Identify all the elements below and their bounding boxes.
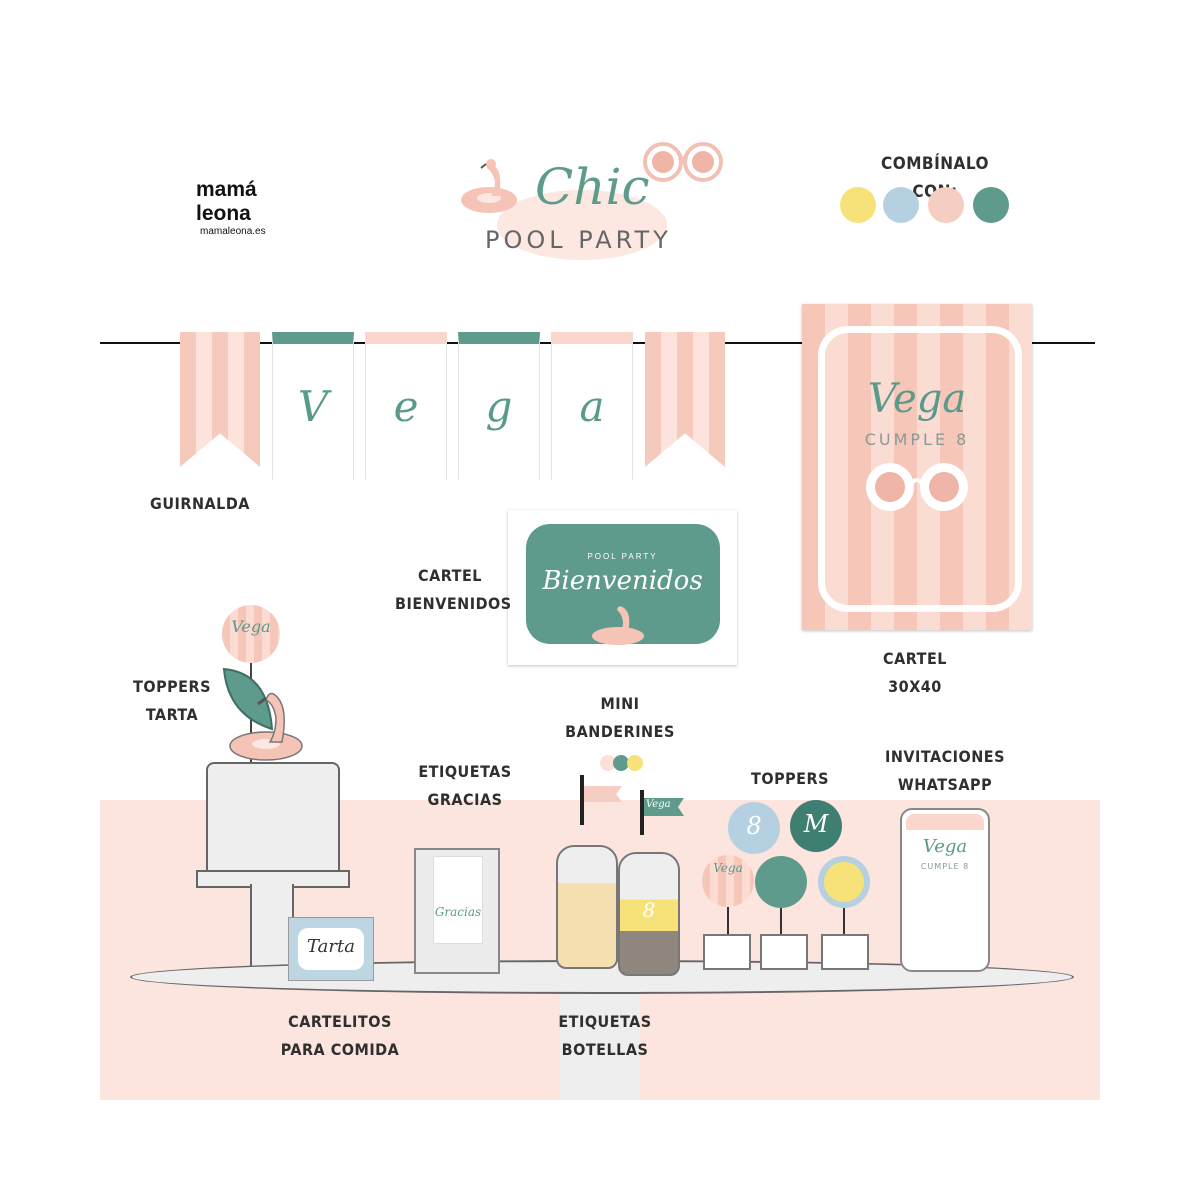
cupcake-1 bbox=[703, 934, 751, 970]
food-card: Tarta bbox=[288, 917, 374, 981]
title-blob bbox=[497, 190, 667, 260]
garland-flag-stripes-left bbox=[180, 332, 260, 467]
whatsapp-invite-phone: Vega CUMPLE 8 bbox=[900, 808, 990, 972]
garland-flag-e: e bbox=[365, 332, 447, 480]
topper-float bbox=[818, 856, 870, 908]
poster-wavy-frame bbox=[818, 326, 1022, 612]
food-cards-label-2: PARA COMIDA bbox=[280, 1040, 400, 1059]
brand-logo: mamá leona mamaleona.es bbox=[196, 178, 286, 238]
garland-label: GUIRNALDA bbox=[150, 494, 250, 513]
topper-floral: M bbox=[790, 800, 842, 852]
invite-name: Vega bbox=[922, 836, 968, 857]
garland-letter: V bbox=[297, 382, 329, 431]
toppers-label: TOPPERS bbox=[751, 769, 829, 788]
title-block: Chic POOL PARTY bbox=[455, 140, 725, 270]
bottle-number: 8 bbox=[642, 898, 656, 922]
swatch-yellow bbox=[840, 187, 876, 223]
thanks-bag: Gracias bbox=[414, 848, 500, 974]
mini-flags-label: MINI BANDERINES bbox=[565, 690, 675, 746]
straw-1 bbox=[580, 775, 584, 825]
topper-stick-2 bbox=[780, 908, 782, 936]
mini-flags-label-2: BANDERINES bbox=[565, 722, 675, 741]
poster-name: Vega bbox=[867, 376, 967, 422]
food-cards-label: CARTELITOS PARA COMIDA bbox=[280, 1008, 400, 1064]
invites-label-2: WHATSAPP bbox=[897, 775, 993, 794]
welcome-label-1: CARTEL bbox=[418, 566, 482, 585]
title-sub: POOL PARTY bbox=[485, 226, 672, 254]
topper-stick-3 bbox=[843, 908, 845, 936]
thanks-tag: Gracias bbox=[433, 856, 483, 944]
garland-flag-a: a bbox=[551, 332, 633, 480]
straw-2 bbox=[640, 790, 644, 835]
cake-flamingo-float-icon bbox=[226, 684, 310, 764]
swatch-pink bbox=[928, 187, 964, 223]
poster-sub: CUMPLE 8 bbox=[864, 430, 970, 449]
brand-line-2: leona bbox=[196, 202, 251, 225]
bottle-2: 8 bbox=[618, 852, 680, 976]
topper-stick-1 bbox=[727, 907, 729, 935]
thanks-tags-label: ETIQUETAS GRACIAS bbox=[410, 758, 520, 814]
welcome-flamingo-icon bbox=[588, 602, 648, 646]
cake bbox=[206, 762, 340, 874]
flamingo-float-icon bbox=[459, 154, 523, 216]
food-cards-label-1: CARTELITOS bbox=[288, 1012, 392, 1031]
cake-stand-leg bbox=[250, 884, 294, 970]
welcome-label-2: BIENVENIDOS bbox=[395, 594, 512, 613]
cupcake-3 bbox=[821, 934, 869, 970]
brand-line-1: mamá bbox=[196, 178, 257, 201]
garland-letter: e bbox=[393, 382, 419, 431]
invite-sub: CUMPLE 8 bbox=[920, 862, 970, 871]
table-pedestal bbox=[560, 990, 640, 1100]
poster-label: CARTEL 30X40 bbox=[883, 649, 947, 696]
poster-sunglasses-icon bbox=[860, 459, 974, 515]
food-card-panel: Tarta bbox=[298, 928, 364, 970]
thanks-tags-label-2: GRACIAS bbox=[427, 790, 503, 809]
welcome-top: POOL PARTY bbox=[587, 552, 658, 561]
cupcake-2 bbox=[760, 934, 808, 970]
invites-label-1: INVITACIONES bbox=[884, 747, 1005, 766]
flower-sunglasses-icon bbox=[641, 140, 727, 186]
welcome-label: CARTEL BIENVENIDOS bbox=[395, 562, 512, 618]
swatch-blue bbox=[883, 187, 919, 223]
mini-flags-label-1: MINI bbox=[600, 694, 640, 713]
mini-flag-text: Vega bbox=[646, 799, 671, 810]
cake-toppers-label-1: TOPPERS bbox=[133, 677, 211, 696]
mini-flag-dot-2 bbox=[613, 755, 629, 771]
bottles-label: ETIQUETAS BOTELLAS bbox=[558, 1012, 652, 1059]
poster-30x40: Vega CUMPLE 8 bbox=[802, 304, 1032, 630]
title-script: Chic bbox=[535, 158, 650, 216]
topper-stripes: Vega bbox=[702, 855, 754, 907]
invites-label: INVITACIONES WHATSAPP bbox=[880, 743, 1010, 799]
palm-leaf-icon bbox=[218, 665, 278, 735]
mini-flag-green: Vega bbox=[644, 798, 684, 816]
welcome-sign: POOL PARTY Bienvenidos bbox=[508, 510, 737, 665]
topper-green bbox=[755, 856, 807, 908]
mini-flag-dot-3 bbox=[627, 755, 643, 771]
cake-toppers-label-2: TARTA bbox=[145, 705, 199, 724]
mini-flag-dot-1 bbox=[600, 755, 616, 771]
garland-flag-v: V bbox=[272, 332, 354, 480]
garland-flag-stripes-right bbox=[645, 332, 725, 467]
swatch-green bbox=[973, 187, 1009, 223]
topper-initial: M bbox=[803, 810, 829, 838]
brand-url: mamaleona.es bbox=[200, 226, 266, 237]
topper-number: 8 bbox=[746, 812, 762, 840]
mini-flag-pink bbox=[584, 786, 622, 802]
welcome-word: Bienvenidos bbox=[542, 566, 703, 596]
topper-name: Vega bbox=[713, 861, 743, 875]
garland-letter: g bbox=[485, 382, 513, 431]
thanks-tag-word: Gracias bbox=[434, 905, 482, 919]
food-card-word: Tarta bbox=[307, 936, 355, 957]
thanks-tags-label-1: ETIQUETAS bbox=[418, 762, 512, 781]
cake-topper-disc: Vega bbox=[222, 605, 280, 663]
garland-flag-g: g bbox=[458, 332, 540, 480]
bottle-1 bbox=[556, 845, 618, 969]
topper-blue: 8 bbox=[728, 802, 780, 854]
invite-scallop-top bbox=[906, 814, 984, 830]
cake-topper-name: Vega bbox=[231, 617, 271, 636]
cake-toppers-label: TOPPERS TARTA bbox=[122, 673, 222, 729]
garland-letter: a bbox=[579, 382, 605, 431]
